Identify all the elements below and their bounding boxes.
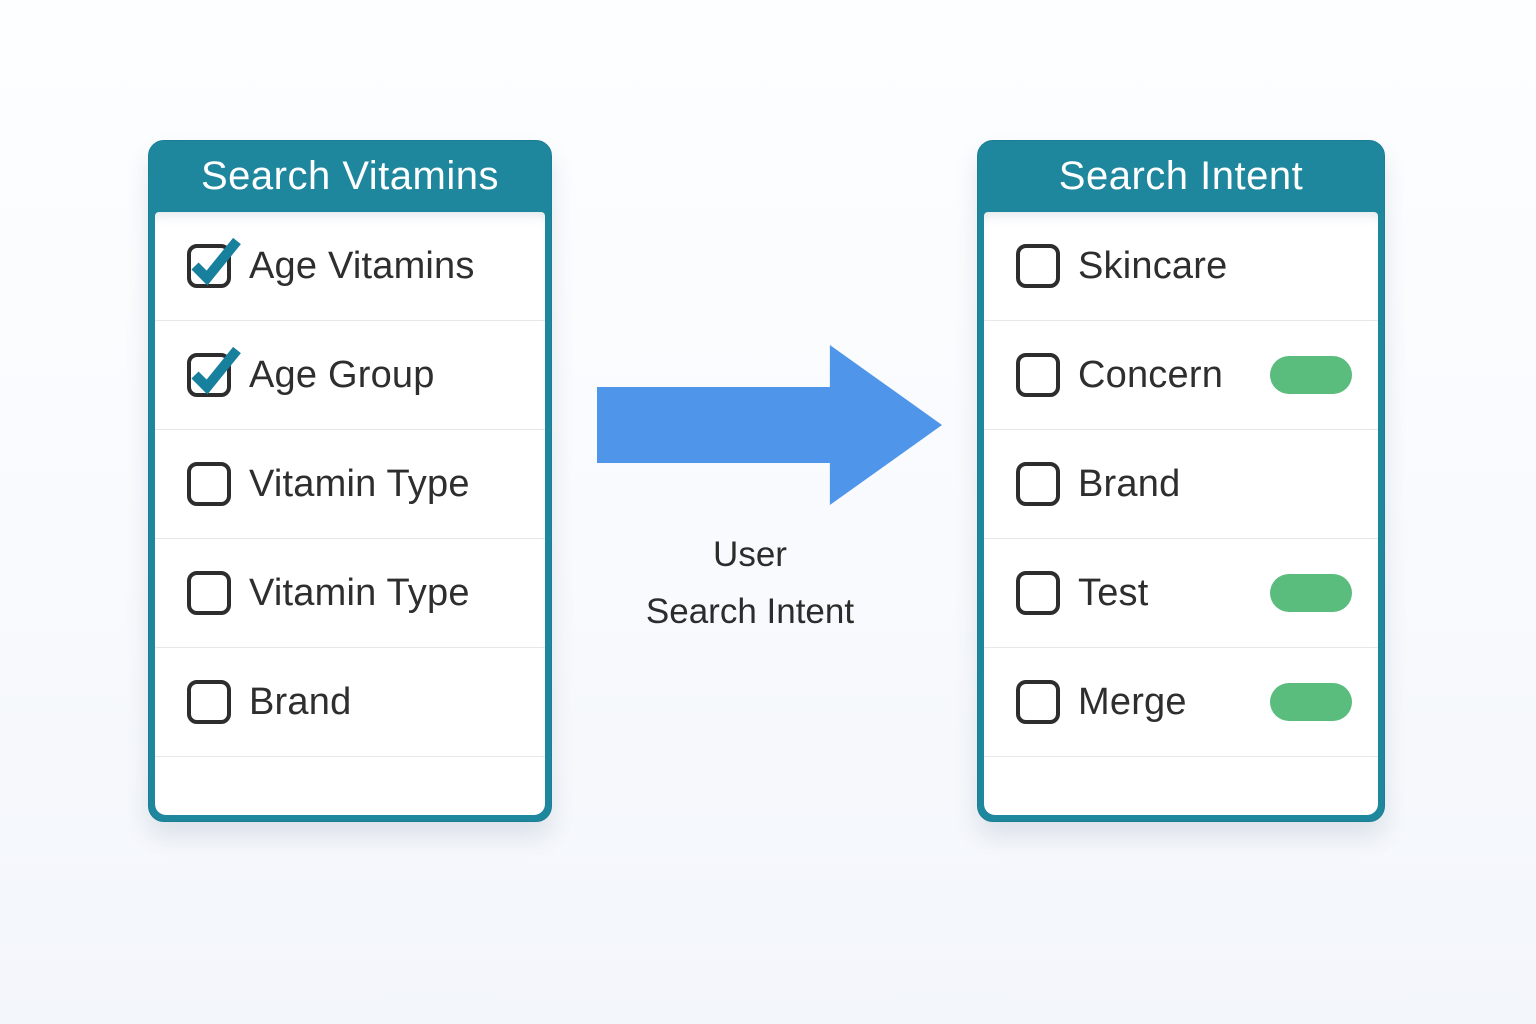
status-pill [1270,574,1352,612]
checkmark-icon [191,237,241,286]
checkbox-row[interactable]: Vitamin Type [155,539,545,648]
checkbox[interactable] [187,680,231,724]
checkbox[interactable] [187,237,241,288]
panel-title: Search Vitamins [200,154,499,198]
checkbox-label: Vitamin Type [249,571,470,614]
status-pill [1270,356,1352,394]
checkbox-label: Age Vitamins [249,244,475,287]
checkbox-label: Brand [249,680,352,723]
arrow-caption-line2: Search Intent [645,592,855,631]
arrow-caption: User Search Intent [575,526,925,640]
status-pill [1270,683,1352,721]
checkbox[interactable] [1016,462,1060,506]
panel-body: Age Vitamins Age Group Vitamin Type Vita… [155,212,545,815]
search-vitamins-panel: Search Vitamins Age Vitamins Age Group V… [148,140,552,822]
checkbox[interactable] [187,462,231,506]
checkbox-row[interactable]: Brand [155,648,545,757]
checkbox[interactable] [187,571,231,615]
checkbox-row[interactable]: Brand [984,430,1378,539]
checkbox-row[interactable]: Age Vitamins [155,212,545,321]
checkbox-label: Skincare [1078,244,1228,287]
checkbox[interactable] [1016,353,1060,397]
checkbox-row[interactable]: Concern [984,321,1378,430]
checkbox-label: Brand [1078,462,1181,505]
panel-title: Search Intent [1058,154,1304,198]
checkbox[interactable] [1016,244,1060,288]
checkbox[interactable] [1016,571,1060,615]
checkbox-label: Test [1078,571,1149,614]
checkbox-label: Merge [1078,680,1187,723]
checkbox-row[interactable]: Age Group [155,321,545,430]
checkbox-label: Age Group [249,353,435,396]
checkmark-icon [191,346,241,395]
checkbox[interactable] [1016,680,1060,724]
panel-body: Skincare Concern Brand Test [984,212,1378,815]
search-intent-panel: Search Intent Skincare Concern Brand [977,140,1385,822]
checkbox-row[interactable]: Merge [984,648,1378,757]
checkbox-row[interactable]: Vitamin Type [155,430,545,539]
checkbox[interactable] [187,346,241,397]
checkbox-label: Vitamin Type [249,462,470,505]
arrow-caption-line1: User [713,535,787,574]
checkbox-row[interactable]: Test [984,539,1378,648]
flow-arrow-icon [597,345,942,505]
checkbox-label: Concern [1078,353,1224,396]
checkbox-row[interactable]: Skincare [984,212,1378,321]
